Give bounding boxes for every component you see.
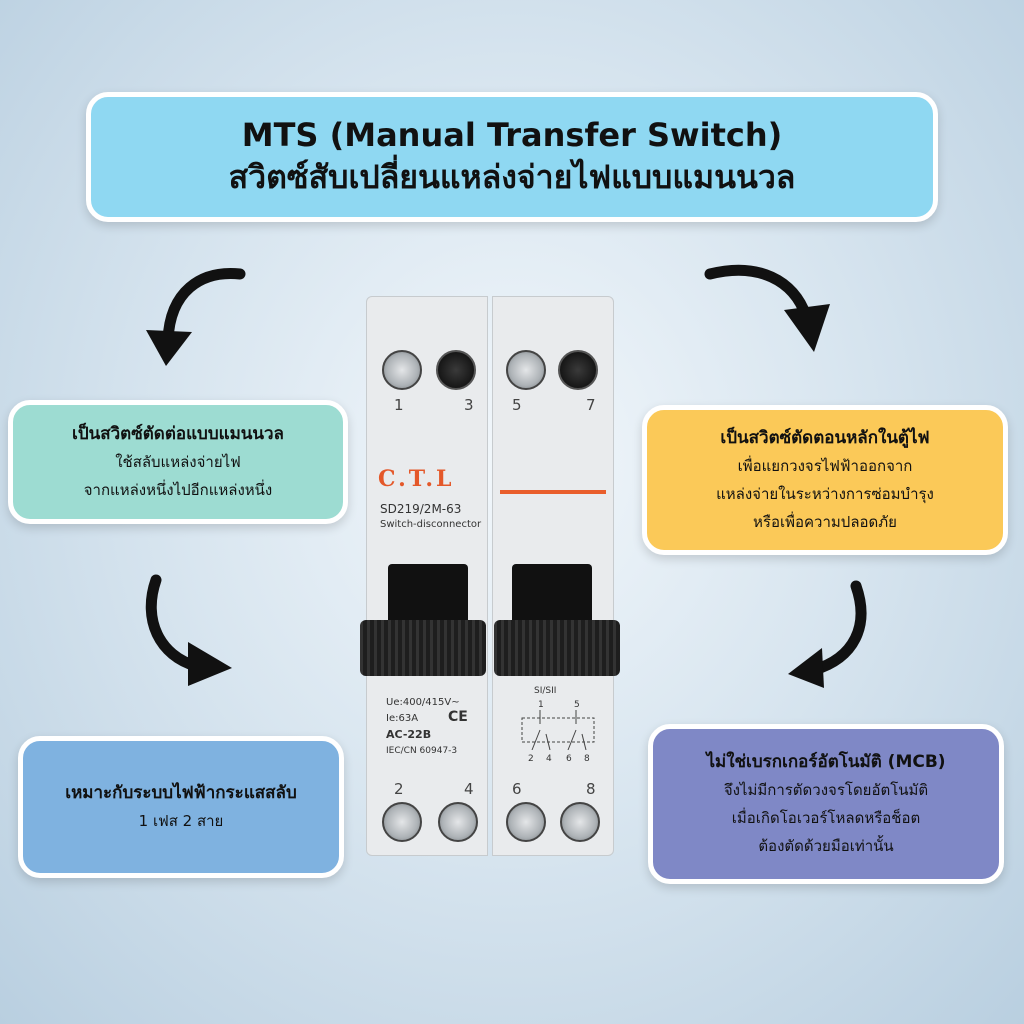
switch-disconnector-image: 1 3 5 7 C.T.L SD219/2M-63 Switch-disconn…	[360, 296, 620, 856]
screw-terminal-icon	[560, 802, 600, 842]
screw-terminal-icon	[506, 802, 546, 842]
info-text: แหล่งจ่ายในระหว่างการซ่อมบำรุง	[716, 484, 934, 503]
info-heading: เป็นสวิตซ์ตัดต่อแบบแมนนวล	[72, 423, 284, 444]
terminal-number: 2	[394, 780, 404, 798]
wiring-diagram-icon	[521, 710, 595, 750]
screw-terminal-icon	[382, 350, 422, 390]
diagram-terminal: 2	[528, 754, 534, 764]
info-box-not-mcb: ไม่ใช่เบรกเกอร์อัตโนมัติ (MCB) จึงไม่มีก…	[648, 724, 1004, 884]
info-text: 1 เฟส 2 สาย	[138, 811, 224, 830]
brand-logo: C.T.L	[378, 466, 455, 492]
standard-label: IEC/CN 60947-3	[386, 746, 458, 756]
title-banner: MTS (Manual Transfer Switch) สวิตซ์สับเป…	[86, 92, 938, 222]
ce-mark: CE	[448, 709, 468, 725]
info-text: ต้องตัดด้วยมือเท่านั้น	[758, 836, 894, 855]
curved-arrow-icon	[704, 264, 830, 352]
terminal-hole-icon	[436, 350, 476, 390]
terminal-number: 4	[464, 780, 474, 798]
info-text: จากแหล่งหนึ่งไปอีกแหล่งหนึ่ง	[83, 480, 273, 499]
switch-handle-right	[494, 620, 620, 676]
terminal-number: 7	[586, 396, 596, 414]
handle-slot	[388, 564, 468, 624]
info-heading: เหมาะกับระบบไฟฟ้ากระแสสลับ	[65, 782, 297, 803]
switch-handle-left	[360, 620, 486, 676]
diagram-terminal: 5	[574, 700, 580, 710]
curved-arrow-icon	[788, 580, 867, 688]
curved-arrow-icon	[146, 268, 246, 366]
screw-terminal-icon	[382, 802, 422, 842]
terminal-number: 5	[512, 396, 522, 414]
info-box-manual-switch: เป็นสวิตซ์ตัดต่อแบบแมนนวล ใช้สลับแหล่งจ่…	[8, 400, 348, 524]
info-text: จึงไม่มีการตัดวงจรโดยอัตโนมัติ	[723, 780, 929, 799]
diagram-terminal: 1	[538, 700, 544, 710]
screw-terminal-icon	[438, 802, 478, 842]
info-heading: ไม่ใช่เบรกเกอร์อัตโนมัติ (MCB)	[706, 751, 946, 772]
info-text: ใช้สลับแหล่งจ่ายไฟ	[115, 452, 241, 471]
diagram-label: SI/SII	[534, 686, 557, 696]
current-rating: Ie:63A	[386, 713, 419, 724]
type-label: Switch-disconnector	[380, 519, 482, 530]
info-text: เมื่อเกิดโอเวอร์โหลดหรือช็อต	[731, 808, 921, 827]
info-box-main-disconnect: เป็นสวิตซ์ตัดตอนหลักในตู้ไฟ เพื่อแยกวงจร…	[642, 405, 1008, 555]
title-english: MTS (Manual Transfer Switch)	[241, 116, 783, 154]
model-label: SD219/2M-63	[380, 502, 462, 516]
terminal-number: 3	[464, 396, 474, 414]
title-thai: สวิตซ์สับเปลี่ยนแหล่งจ่ายไฟแบบแมนนวล	[228, 158, 796, 196]
info-box-suitable-system: เหมาะกับระบบไฟฟ้ากระแสสลับ 1 เฟส 2 สาย	[18, 736, 344, 878]
diagram-terminal: 8	[584, 754, 590, 764]
diagram-terminal: 4	[546, 754, 552, 764]
diagram-terminal: 6	[566, 754, 572, 764]
handle-slot	[512, 564, 592, 624]
utilization-category: AC-22B	[386, 728, 432, 741]
info-text: หรือเพื่อความปลอดภัย	[753, 512, 897, 531]
info-heading: เป็นสวิตซ์ตัดตอนหลักในตู้ไฟ	[720, 427, 930, 448]
curved-arrow-icon	[145, 574, 232, 686]
info-text: เพื่อแยกวงจรไฟฟ้าออกจาก	[737, 456, 913, 475]
terminal-number: 6	[512, 780, 522, 798]
screw-terminal-icon	[506, 350, 546, 390]
voltage-rating: Ue:400/415V~	[386, 697, 460, 708]
terminal-number: 8	[586, 780, 596, 798]
orange-stripe	[500, 490, 606, 494]
terminal-number: 1	[394, 396, 404, 414]
terminal-hole-icon	[558, 350, 598, 390]
